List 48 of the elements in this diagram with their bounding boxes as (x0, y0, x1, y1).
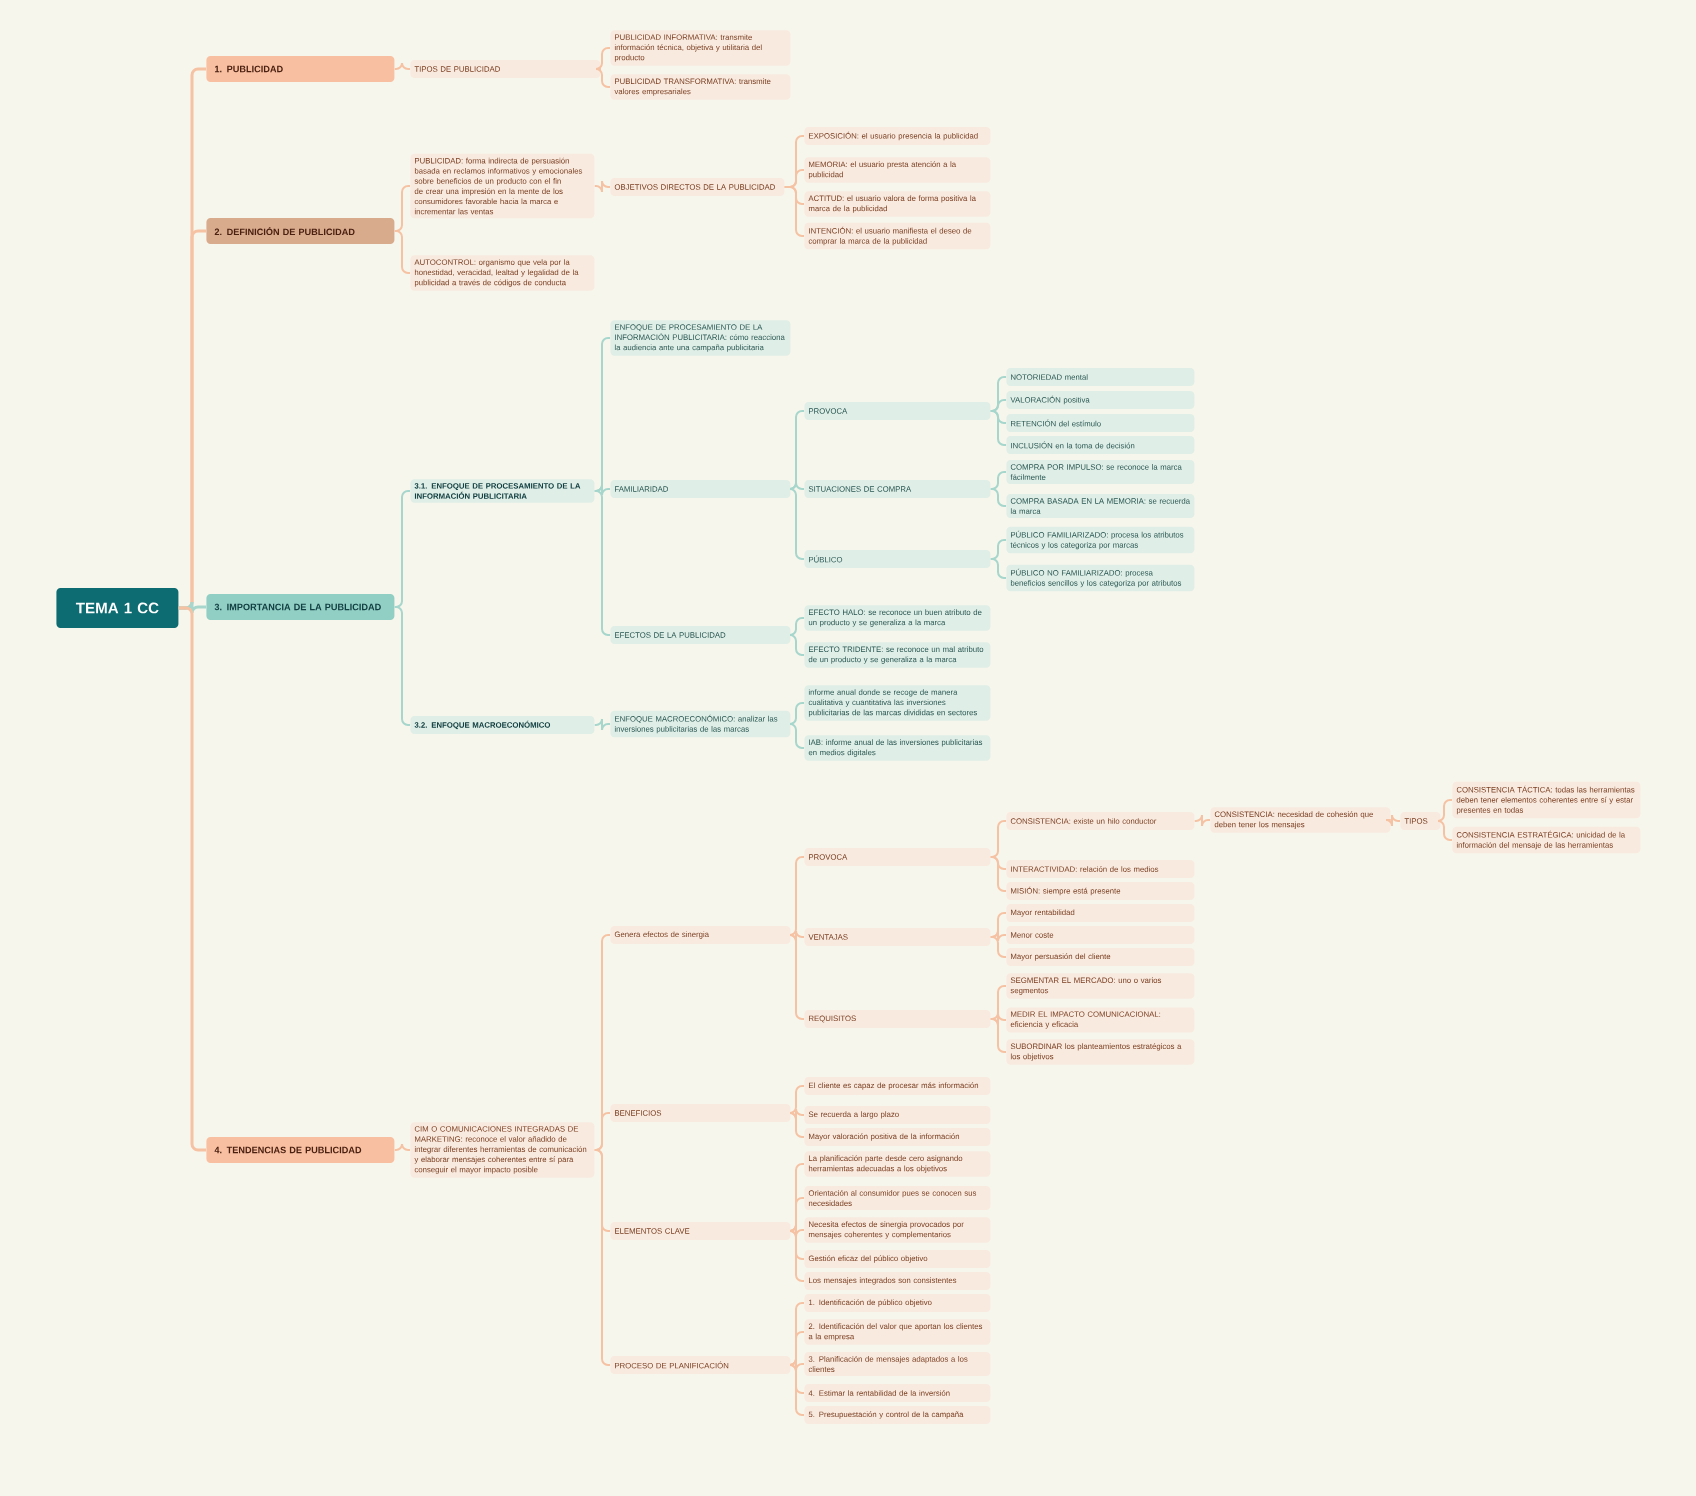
connector-line (593, 180, 611, 193)
connector-line (789, 482, 805, 490)
connector-line (789, 488, 805, 560)
connector-line (989, 558, 1007, 579)
connector-line (789, 617, 805, 636)
connector-line (989, 930, 1007, 942)
connector-line (593, 490, 611, 636)
connector-line (595, 47, 611, 70)
connector-line (1385, 814, 1401, 827)
connector-line (989, 399, 1007, 412)
connector-line (393, 606, 411, 726)
connector-line (989, 856, 1007, 892)
connector-line (593, 1149, 611, 1366)
connector-line (789, 934, 805, 1020)
connector-line (393, 62, 411, 70)
connector-line (989, 936, 1007, 958)
connector-line (789, 1358, 805, 1371)
connector-line (989, 488, 1007, 507)
connector-line (989, 410, 1007, 446)
connector-line (789, 1224, 805, 1237)
connector-line (393, 230, 411, 274)
connector-line (393, 185, 411, 232)
connector-line (178, 606, 206, 1152)
connector-line (789, 930, 805, 942)
connector-line (393, 1143, 411, 1151)
connector-line (1193, 814, 1211, 827)
connector-line (789, 1364, 805, 1416)
connector-line (789, 1108, 805, 1120)
connector-line (595, 68, 611, 88)
connector-line (989, 539, 1007, 560)
connector-line (593, 484, 611, 496)
connector-line (1437, 820, 1453, 841)
connector-line (1437, 799, 1453, 822)
connector-line (989, 985, 1007, 1020)
connector-line (789, 1230, 805, 1282)
connector-line (989, 471, 1007, 490)
connector-line (593, 1112, 611, 1151)
connector-line (393, 490, 411, 608)
connector-line (789, 1085, 805, 1114)
connector-line (789, 702, 805, 725)
connector-line (789, 634, 805, 656)
connector-line (789, 856, 805, 936)
connector-line (989, 820, 1007, 858)
connector-line (593, 718, 611, 731)
connector-line (989, 1018, 1007, 1053)
connector-line (783, 186, 805, 237)
connector-line (789, 1112, 805, 1138)
connector-line (789, 723, 805, 749)
